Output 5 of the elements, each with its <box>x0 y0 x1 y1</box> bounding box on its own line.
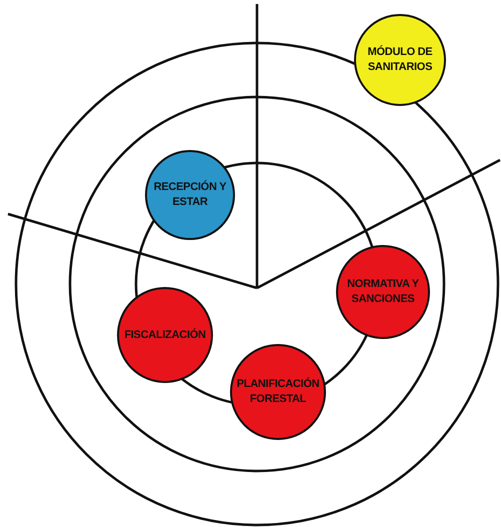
node-label: PLANIFICACIÓN FORESTAL <box>236 377 320 407</box>
node-label: FISCALIZACIÓN <box>123 328 207 342</box>
node-label: MÓDULO DE SANITARIOS <box>366 45 434 75</box>
node-label: NORMATIVA Y SANCIONES <box>346 277 420 307</box>
node-label: RECEPCIÓN Y ESTAR <box>152 180 228 210</box>
